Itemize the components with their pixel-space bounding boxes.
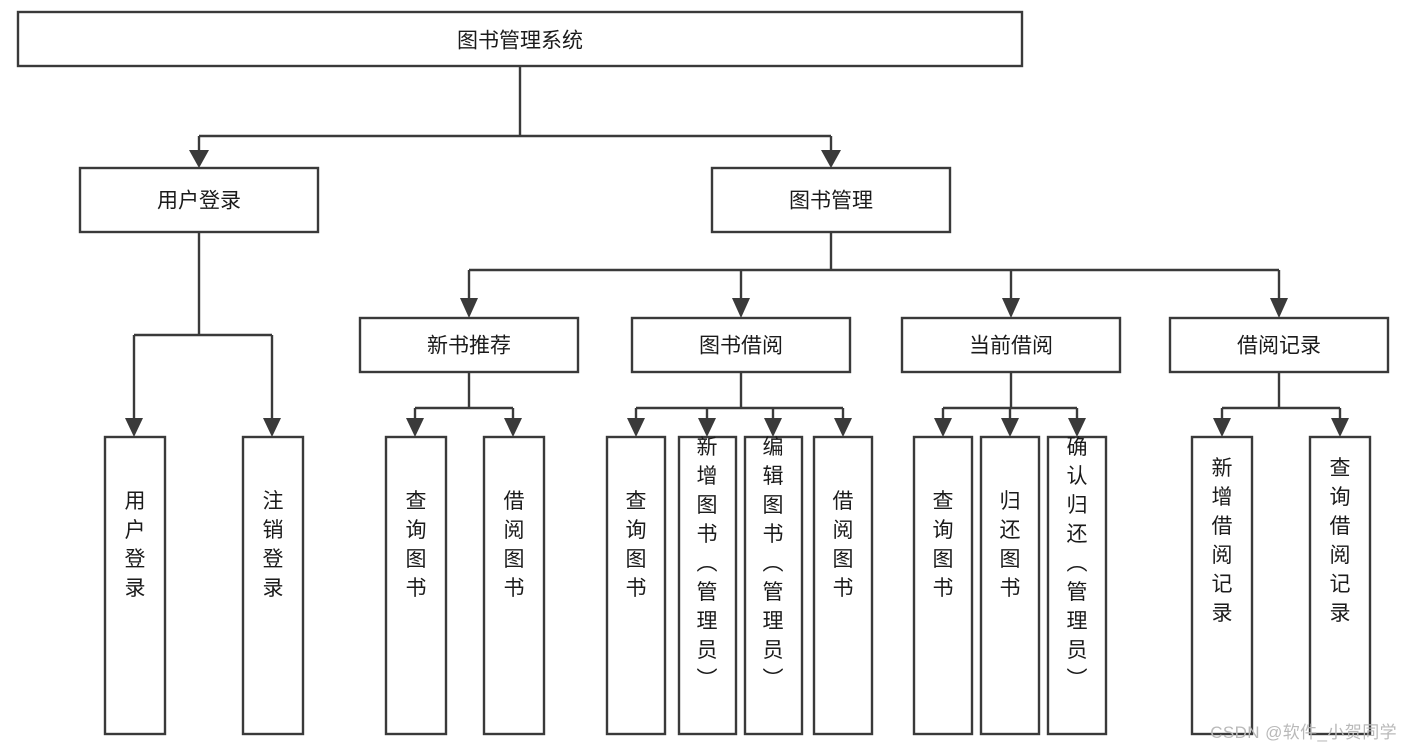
leaf-bb-edit-book[interactable]: 编辑图书︵管理员︶ [743, 435, 804, 736]
leaf-nb-borrow-book-label: 借阅图书 [504, 490, 525, 600]
leaf-br-query-record-label: 查询借阅记录 [1330, 457, 1351, 625]
node-book-borrow-label: 图书借阅 [699, 335, 783, 358]
arrow-head-br-leaf1 [1213, 418, 1231, 437]
node-new-book-recommend[interactable]: 新书推荐 [358, 316, 580, 374]
leaf-nb-query-book[interactable]: 查询图书 [384, 435, 448, 736]
leaf-cb-query-book-box [912, 435, 974, 736]
arrow-head-user-login [189, 150, 209, 168]
leaf-bb-borrow-book-box [812, 435, 874, 736]
leaf-nb-borrow-book-box [482, 435, 546, 736]
leaf-br-add-record[interactable]: 新增借阅记录 [1190, 435, 1254, 736]
leaf-cb-confirm-return[interactable]: 确认归还︵管理员︶ [1046, 435, 1108, 736]
arrow-head-br-leaf2 [1331, 418, 1349, 437]
arrow-head-book-borrow [732, 298, 750, 318]
leaf-logout[interactable]: 注销登录 [241, 435, 305, 736]
leaf-br-add-record-box [1190, 435, 1254, 736]
node-user-login-box [78, 166, 320, 234]
arrow-head-cb-leaf2 [1001, 418, 1019, 437]
arrow-head-cb-leaf1 [934, 418, 952, 437]
leaf-bb-add-book-label: 新增图书︵管理员︶ [697, 436, 718, 691]
arrow-head-leaf-user-login [125, 418, 143, 437]
leaf-nb-borrow-book[interactable]: 借阅图书 [482, 435, 546, 736]
arrow-head-borrow-records [1270, 298, 1288, 318]
arrow-head-bb-leaf3 [764, 418, 782, 437]
leaf-nb-query-book-label: 查询图书 [406, 490, 427, 600]
arrow-head-book-mgmt [821, 150, 841, 168]
leaf-logout-label: 注销登录 [263, 490, 284, 600]
leaf-bb-add-book-box [677, 435, 738, 736]
node-current-borrow-label: 当前借阅 [969, 335, 1053, 358]
leaf-bb-query-book-box [605, 435, 667, 736]
node-book-management-box [710, 166, 952, 234]
leaf-logout-box [241, 435, 305, 736]
leaf-br-query-record[interactable]: 查询借阅记录 [1308, 435, 1372, 736]
node-book-borrow-box [630, 316, 852, 374]
leaf-bb-borrow-book-label: 借阅图书 [833, 490, 854, 600]
node-new-book-recommend-label: 新书推荐 [427, 335, 511, 358]
node-book-management[interactable]: 图书管理 [710, 166, 952, 234]
arrow-head-bb-leaf1 [627, 418, 645, 437]
leaf-nb-query-book-box [384, 435, 448, 736]
node-borrow-records-box [1168, 316, 1390, 374]
leaf-bb-edit-book-label: 编辑图书︵管理员︶ [763, 436, 784, 691]
arrow-head-bb-leaf2 [698, 418, 716, 437]
node-user-login-label: 用户登录 [157, 190, 241, 213]
node-root-label: 图书管理系统 [457, 30, 583, 53]
node-root-box [16, 10, 1024, 68]
leaf-br-add-record-label: 新增借阅记录 [1212, 457, 1233, 625]
leaf-cb-confirm-return-label: 确认归还︵管理员︶ [1067, 436, 1088, 691]
node-user-login[interactable]: 用户登录 [78, 166, 320, 234]
leaf-user-login-box [103, 435, 167, 736]
leaf-bb-borrow-book[interactable]: 借阅图书 [812, 435, 874, 736]
arrow-head-bb-leaf4 [834, 418, 852, 437]
leaf-user-login-label: 用户登录 [125, 490, 146, 600]
node-current-borrow[interactable]: 当前借阅 [900, 316, 1122, 374]
leaf-cb-query-book-label: 查询图书 [933, 490, 954, 600]
node-book-borrow[interactable]: 图书借阅 [630, 316, 852, 374]
leaf-user-login[interactable]: 用户登录 [103, 435, 167, 736]
leaf-cb-return-book-label: 归还图书 [1000, 490, 1021, 600]
connector-layer [125, 66, 1349, 437]
node-borrow-records[interactable]: 借阅记录 [1168, 316, 1390, 374]
leaf-cb-return-book[interactable]: 归还图书 [979, 435, 1041, 736]
leaf-cb-return-book-box [979, 435, 1041, 736]
leaf-bb-add-book[interactable]: 新增图书︵管理员︶ [677, 435, 738, 736]
node-current-borrow-box [900, 316, 1122, 374]
arrow-head-leaf-logout [263, 418, 281, 437]
leaf-br-query-record-box [1308, 435, 1372, 736]
node-root-system[interactable]: 图书管理系统 [16, 10, 1024, 68]
arrow-head-nb-leaf2 [504, 418, 522, 437]
node-book-management-label: 图书管理 [789, 190, 873, 213]
arrow-head-cb-leaf3 [1068, 418, 1086, 437]
leaf-bb-edit-book-box [743, 435, 804, 736]
arrow-head-current-borrow [1002, 298, 1020, 318]
leaf-cb-confirm-return-box [1046, 435, 1108, 736]
leaf-bb-query-book[interactable]: 查询图书 [605, 435, 667, 736]
leaf-cb-query-book[interactable]: 查询图书 [912, 435, 974, 736]
arrow-head-nb-leaf1 [406, 418, 424, 437]
csdn-watermark: CSDN @软件_小贺同学 [1210, 723, 1397, 742]
node-new-book-recommend-box [358, 316, 580, 374]
node-borrow-records-label: 借阅记录 [1237, 335, 1321, 358]
arrow-head-new-book [460, 298, 478, 318]
leaf-bb-query-book-label: 查询图书 [626, 490, 647, 600]
